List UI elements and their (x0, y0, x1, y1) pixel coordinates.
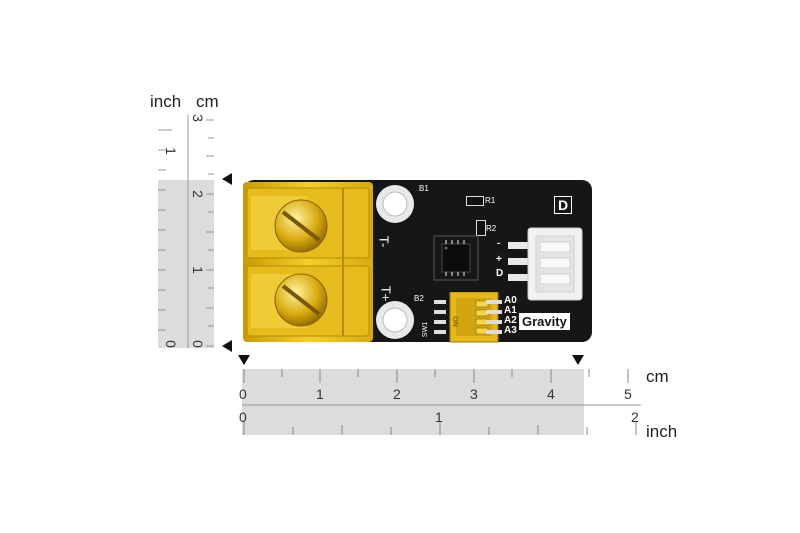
vertical-cm-tick-0: 0 (189, 340, 206, 348)
dip-pad-l4 (434, 330, 446, 334)
dip-switch (449, 292, 499, 343)
dip-pad-r1 (486, 300, 502, 304)
label-d-box: D (554, 196, 572, 214)
vertical-ruler-graphic (158, 115, 214, 348)
label-b2: B2 (414, 294, 424, 303)
label-b1: B1 (419, 184, 429, 193)
right-pointer-marker (572, 355, 584, 365)
address-label-a0: A0 (504, 295, 517, 306)
label-r1: R1 (485, 196, 496, 205)
label-t-minus: T- (376, 235, 392, 248)
pin-label-d: D (496, 268, 504, 279)
dip-pad-l2 (434, 310, 446, 314)
label-r2: R2 (486, 224, 497, 233)
gravity-logo-label: Gravity (519, 313, 570, 330)
terminal-block (243, 182, 373, 342)
address-label-a1: A1 (504, 305, 517, 316)
dip-pad-l1 (434, 300, 446, 304)
horizontal-inch-tick-1: 1 (435, 409, 443, 425)
top-pointer-marker (222, 173, 232, 185)
pin-pad-minus (508, 242, 530, 249)
horizontal-ruler-unit-inch: inch (646, 422, 678, 441)
ic-chip (433, 235, 479, 281)
pin-pad-plus (508, 258, 530, 265)
pin-label-minus: - (497, 238, 501, 249)
resistor-r1 (466, 196, 484, 206)
dip-pad-r2 (486, 310, 502, 314)
left-pointer-marker (238, 355, 250, 365)
address-label-a2: A2 (504, 315, 517, 326)
horizontal-cm-tick-4: 4 (547, 386, 555, 402)
horizontal-inch-tick-2: 2 (631, 409, 639, 425)
gravity-connector (527, 227, 583, 301)
dip-pad-r4 (486, 330, 502, 334)
dip-pad-l3 (434, 320, 446, 324)
label-sw1: SW1 (422, 321, 430, 338)
vertical-ruler-unit-cm: cm (196, 92, 219, 111)
vertical-ruler-unit-inch: inch (150, 92, 182, 111)
horizontal-cm-tick-0: 0 (239, 386, 247, 402)
dip-pad-r3 (486, 320, 502, 324)
horizontal-ruler-unit-cm: cm (646, 367, 669, 386)
resistor-r2 (476, 220, 486, 236)
vertical-cm-tick-1: 1 (189, 266, 206, 274)
vertical-inch-tick-0: 0 (162, 340, 179, 348)
horizontal-inch-tick-0: 0 (239, 409, 247, 425)
vertical-inch-tick-1: 1 (162, 147, 179, 155)
horizontal-ruler-graphic (238, 355, 641, 435)
address-label-a3: A3 (504, 325, 517, 336)
vertical-cm-tick-3: 3 (189, 114, 206, 122)
mounting-hole-top (376, 185, 414, 223)
pin-label-plus: + (496, 254, 502, 265)
dip-switch-on-label: ON (450, 316, 458, 327)
pin-pad-d (508, 274, 530, 281)
mounting-hole-bottom (376, 301, 414, 339)
horizontal-cm-tick-2: 2 (393, 386, 401, 402)
horizontal-cm-tick-5: 5 (624, 386, 632, 402)
vertical-cm-tick-2: 2 (189, 190, 206, 198)
horizontal-cm-tick-1: 1 (316, 386, 324, 402)
horizontal-cm-tick-3: 3 (470, 386, 478, 402)
bottom-pointer-marker (222, 340, 232, 352)
label-t-plus: T+ (378, 285, 394, 302)
